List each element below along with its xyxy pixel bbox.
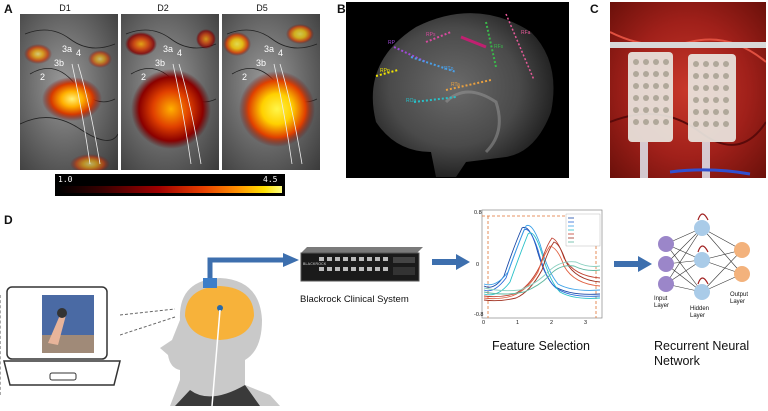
plot-x-tick-2: 1 <box>516 320 520 326</box>
electrode-label-rtp: RTp <box>444 66 454 72</box>
rnn-svg <box>658 213 750 300</box>
plot-y-tick-8: -0.8 <box>474 312 484 318</box>
colorbar: 1.0 4.5 <box>55 174 285 196</box>
electrode-label-rp: RP <box>388 40 395 46</box>
area-label-2-d2: 2 <box>141 72 147 82</box>
hidden-layer-label: Hidden Layer <box>690 306 710 319</box>
brain-ct-render: RPp RP RPs RFa RFs RTp ROa RTa <box>346 2 569 178</box>
electrode-strip-roa <box>413 96 457 103</box>
feature-selection-label: Feature Selection <box>492 339 590 353</box>
device-svg <box>300 247 423 282</box>
input-node-1 <box>658 236 674 252</box>
plot-x-tick-0: 0 <box>482 320 486 326</box>
panel-b-letter: B <box>337 2 346 16</box>
rnn-diagram: Input Layer Hidden Layer Output Layer <box>652 208 766 332</box>
area-label-4-d1: 4 <box>76 48 82 58</box>
device-brand-label: BLACKROCK <box>303 262 327 266</box>
hidden-node-2 <box>694 252 710 268</box>
activation-map-d2 <box>125 29 217 165</box>
blackrock-system-label: Blackrock Clinical System <box>300 294 409 305</box>
panel-a-letter: A <box>4 2 13 16</box>
panel-c-letter: C <box>590 2 599 16</box>
brain-map-d2 <box>121 14 219 170</box>
laptop-dashed-shadow <box>0 295 21 395</box>
gaze-lines <box>120 308 176 336</box>
hidden-node-3 <box>694 284 710 300</box>
electrode-strip-rps <box>425 31 452 43</box>
area-label-2-d5: 2 <box>242 72 248 82</box>
feature-plot: 0.8 0 -0.8 0 1 2 3 <box>474 206 606 330</box>
electrode-label-rfs: RFs <box>494 44 504 50</box>
area-label-3a-d5: 3a <box>264 44 275 54</box>
laptop-illustration <box>2 285 122 400</box>
hidden-node-1 <box>694 220 710 236</box>
colorbar-gradient <box>58 186 282 193</box>
patient-head <box>150 260 280 407</box>
electrode-label-rfa: RFa <box>521 30 531 36</box>
output-node-2 <box>734 266 750 282</box>
panel-d-letter: D <box>4 213 13 227</box>
brain-ct-svg <box>372 13 554 178</box>
electrode-grid-left <box>628 52 673 142</box>
surgical-photo <box>610 2 766 178</box>
rnn-label-line1: Recurrent Neural <box>654 339 750 353</box>
output-layer-label: Output Layer <box>730 292 749 305</box>
tile-title-d2: D2 <box>157 3 169 13</box>
input-node-2 <box>658 256 674 272</box>
retractor-bar <box>610 42 766 48</box>
area-label-3b-d1: 3b <box>54 58 65 68</box>
output-node-1 <box>734 242 750 258</box>
brain-map-d5 <box>222 14 320 170</box>
arrow-to-rnn <box>614 256 652 272</box>
plot-y-tick-0: 0.8 <box>474 210 482 216</box>
area-label-3a-d1: 3a <box>62 44 73 54</box>
electrode-strip-red <box>460 35 487 49</box>
colorbar-min-label: 1.0 <box>58 175 73 184</box>
electrode-label-roa: ROa <box>406 98 417 104</box>
electrode-label-rps: RPs <box>426 32 436 38</box>
tile-title-d5: D5 <box>256 3 268 13</box>
area-label-4-d2: 4 <box>177 48 183 58</box>
input-node-3 <box>658 276 674 292</box>
area-label-3b-d5: 3b <box>256 58 267 68</box>
rnn-label-line2: Network <box>654 354 700 368</box>
plot-x-tick-6: 3 <box>584 320 588 326</box>
rnn-label: Recurrent Neural Network <box>654 339 749 369</box>
input-layer-label: Input Layer <box>654 296 670 309</box>
plot-y-tick-4: 0 <box>476 262 480 268</box>
area-label-2-d1: 2 <box>40 72 46 82</box>
head-svg <box>160 278 280 407</box>
brain-map-d1 <box>20 14 118 170</box>
area-label-4-d5: 4 <box>278 48 284 58</box>
activation-map-d1 <box>20 29 118 170</box>
activation-map-d5 <box>223 24 318 165</box>
electrode-label-rpp: RPp <box>380 68 390 74</box>
area-label-3b-d2: 3b <box>155 58 166 68</box>
tile-title-d1: D1 <box>59 3 71 13</box>
arrow-to-features <box>432 254 470 270</box>
plot-x-tick-4: 2 <box>550 320 554 326</box>
laptop-svg <box>3 286 121 386</box>
electrode-label-rta: RTa <box>451 82 460 88</box>
surgical-photo-svg <box>610 31 766 178</box>
area-label-3a-d2: 3a <box>163 44 174 54</box>
cable-to-system <box>203 253 299 288</box>
blackrock-device: BLACKROCK <box>297 245 425 285</box>
colorbar-max-label: 4.5 <box>263 175 278 184</box>
feature-plot-svg <box>481 209 603 319</box>
